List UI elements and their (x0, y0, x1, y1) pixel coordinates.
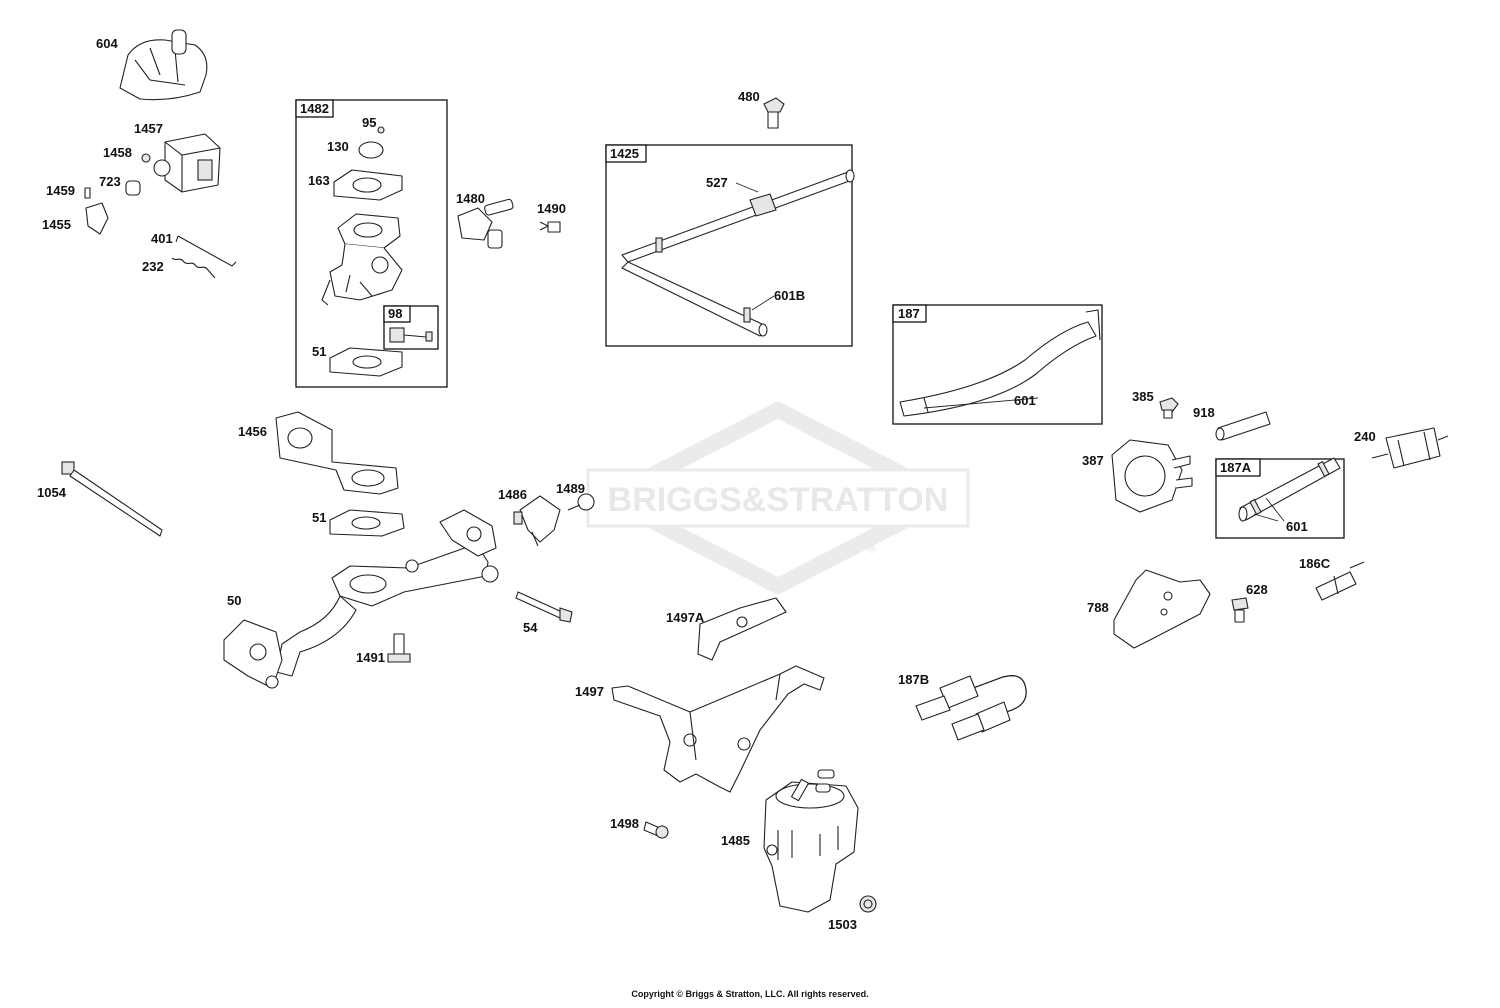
callout-54: 54 (523, 620, 538, 635)
callout-1490: 1490 (537, 201, 566, 216)
callout-232: 232 (142, 259, 164, 274)
part-95-drawing (377, 126, 385, 134)
part-50-drawing (223, 509, 499, 689)
part-723-drawing (125, 180, 141, 196)
kit-box-98: 98 (383, 305, 439, 350)
callout-788: 788 (1087, 600, 1109, 615)
kit-tag-1482: 1482 (300, 101, 329, 116)
callout-1457: 1457 (134, 121, 163, 136)
callout-1497: 1497 (575, 684, 604, 699)
callout-1489: 1489 (556, 481, 585, 496)
watermark-brand: BRIGGS&STRATTON (608, 481, 949, 519)
part-1456-drawing (275, 411, 399, 495)
part-1490-drawing (539, 221, 561, 233)
part-918-drawing (1215, 411, 1271, 441)
callout-1485: 1485 (721, 833, 750, 848)
callout-480: 480 (738, 89, 760, 104)
watermark-registered: ® (868, 544, 876, 556)
callout-95: 95 (362, 115, 376, 130)
part-1458-drawing (141, 153, 151, 163)
callout-51-upper: 51 (312, 344, 326, 359)
kit-box-1425: 1425 (605, 144, 853, 347)
part-98-drawing (389, 327, 433, 343)
part-163-drawing (333, 169, 403, 201)
leader-lines (735, 182, 1285, 522)
part-186c-drawing (1315, 561, 1365, 601)
callout-601-kit187a: 601 (1286, 519, 1308, 534)
callout-labels: 604 1457 1458 1459 723 1455 401 232 95 1… (37, 36, 1376, 932)
part-1459-drawing (84, 187, 91, 199)
callout-1491: 1491 (356, 650, 385, 665)
callout-50: 50 (227, 593, 241, 608)
part-401-drawing (175, 235, 237, 267)
part-1457-drawing (153, 133, 221, 193)
part-232-drawing (171, 257, 216, 279)
callout-1497a: 1497A (666, 610, 705, 625)
part-187-hose-drawing (899, 309, 1101, 417)
callout-387: 387 (1082, 453, 1104, 468)
callout-186c: 186C (1299, 556, 1331, 571)
kit-box-1482: 1482 (295, 99, 448, 388)
callout-401: 401 (151, 231, 173, 246)
part-130-drawing (358, 141, 384, 159)
part-480-drawing (763, 97, 785, 129)
part-387-drawing (1111, 439, 1193, 513)
callout-1503: 1503 (828, 917, 857, 932)
part-54-drawing (515, 591, 573, 623)
callout-1054: 1054 (37, 485, 67, 500)
part-1486-drawing (513, 495, 561, 547)
brand-watermark: BRIGGS&STRATTON ® (586, 402, 970, 594)
part-1491-drawing (387, 633, 411, 663)
part-1503-drawing (859, 895, 877, 913)
part-51-upper-drawing (329, 347, 403, 377)
part-628-drawing (1231, 597, 1249, 623)
kit-tag-98: 98 (388, 306, 402, 321)
kit-tag-187: 187 (898, 306, 920, 321)
kit-box-187: 187 (892, 304, 1103, 425)
callout-1455: 1455 (42, 217, 71, 232)
callout-1459: 1459 (46, 183, 75, 198)
part-1497a-drawing (697, 597, 787, 661)
part-187a-drawing (1238, 457, 1341, 522)
kit-tag-1425: 1425 (610, 146, 639, 161)
callout-1458: 1458 (103, 145, 132, 160)
callout-1456: 1456 (238, 424, 267, 439)
callout-1498: 1498 (610, 816, 639, 831)
callout-527: 527 (706, 175, 728, 190)
kit-box-187a: 187A (1215, 458, 1345, 539)
copyright-notice: Copyright © Briggs & Stratton, LLC. All … (631, 989, 869, 999)
part-1485-drawing (763, 769, 859, 913)
part-240-drawing (1371, 427, 1449, 469)
callout-723: 723 (99, 174, 121, 189)
part-604-drawing (119, 29, 208, 101)
carburetor-drawing (321, 213, 403, 306)
callout-163: 163 (308, 173, 330, 188)
callout-918: 918 (1193, 405, 1215, 420)
callout-130: 130 (327, 139, 349, 154)
callout-628: 628 (1246, 582, 1268, 597)
part-1480-drawing (457, 198, 514, 249)
callout-601-kit187: 601 (1014, 393, 1036, 408)
part-1497-drawing (611, 665, 825, 793)
part-385-drawing (1159, 397, 1179, 419)
callout-604: 604 (96, 36, 118, 51)
part-187b-drawing (915, 675, 1027, 741)
callout-187b: 187B (898, 672, 929, 687)
part-1425-drawing (621, 169, 855, 337)
part-1489-drawing (567, 493, 595, 511)
callout-51-lower: 51 (312, 510, 326, 525)
callout-1480: 1480 (456, 191, 485, 206)
callout-601b: 601B (774, 288, 805, 303)
part-1455-drawing (85, 202, 109, 235)
callout-1486: 1486 (498, 487, 527, 502)
part-51-lower-drawing (329, 509, 405, 537)
callout-240: 240 (1354, 429, 1376, 444)
kit-tag-187a: 187A (1220, 460, 1252, 475)
part-1054-drawing (61, 461, 163, 537)
part-788-drawing (1113, 569, 1211, 649)
callout-385: 385 (1132, 389, 1154, 404)
part-1498-drawing (643, 821, 669, 839)
